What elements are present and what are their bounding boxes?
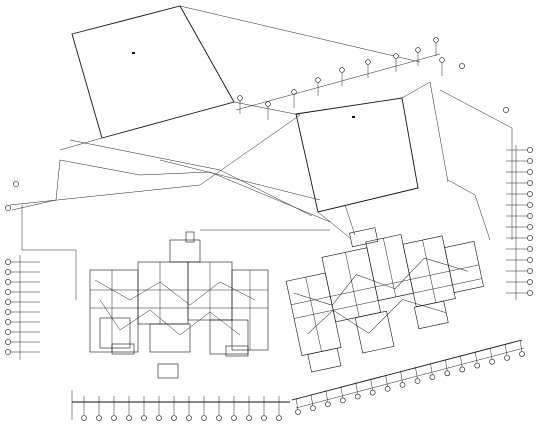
axis-bubble: [527, 279, 533, 285]
axis-bubble: [5, 289, 11, 295]
axis-bubble: [237, 95, 243, 101]
axis-bubble: [5, 259, 11, 265]
dimension-line-bottom: [71, 390, 290, 421]
axis-bubble: [339, 67, 345, 73]
axis-bubble: [111, 415, 117, 421]
axis-bubble: [291, 89, 297, 95]
dimension-tick: [489, 347, 493, 360]
axis-bubble: [295, 409, 301, 415]
axis-bubble: [439, 57, 445, 63]
axis-bubble: [126, 415, 132, 421]
axis-bubble: [5, 205, 11, 211]
dimension-tick: [474, 351, 478, 364]
axis-bubbles-top: [235, 37, 445, 120]
axis-bubble: [5, 309, 11, 315]
axis-bubble: [369, 389, 376, 396]
axis-bubble: [276, 415, 282, 421]
dimension-tick: [460, 355, 463, 368]
axis-bubble: [415, 47, 421, 53]
axis-bubble: [433, 37, 439, 43]
axis-bubble: [315, 77, 321, 83]
dimension-tick: [295, 397, 299, 411]
dimension-tick: [445, 359, 448, 372]
axis-bubble: [5, 329, 11, 335]
axis-bubble: [527, 169, 533, 175]
axis-bubble: [96, 415, 102, 421]
axis-bubble: [519, 351, 525, 357]
axis-bubble: [5, 319, 11, 325]
axis-bubble: [310, 405, 316, 411]
roof-block-center: [295, 81, 449, 213]
axis-bubble: [414, 378, 421, 384]
dimension-tick: [355, 382, 358, 395]
axis-bubble: [503, 107, 509, 113]
axis-bubble: [156, 415, 162, 421]
building-wing-left: [89, 231, 269, 379]
axis-bubble: [5, 339, 11, 345]
dimension-tick: [415, 367, 418, 380]
dimension-tick: [519, 339, 523, 353]
axis-bubble: [399, 382, 406, 388]
dimension-line: [235, 53, 441, 111]
axis-bubble: [527, 213, 533, 219]
site-boundary: [9, 89, 513, 300]
axis-bubble: [354, 393, 361, 400]
axis-bubbles-left: [5, 181, 40, 360]
dimension-line-diagonal: [291, 339, 525, 415]
dimension-tick: [430, 363, 433, 376]
axis-bubble: [527, 147, 533, 153]
axis-bubble: [5, 279, 11, 285]
axis-bubble: [384, 385, 391, 392]
dimension-tick: [370, 378, 373, 391]
axis-bubble: [261, 415, 267, 421]
axis-bubble: [527, 158, 533, 164]
dimension-tick: [340, 386, 344, 399]
dimension-tick: [400, 370, 403, 383]
axis-bubble: [186, 415, 192, 421]
roof-block-left: [59, 5, 421, 151]
axis-bubble: [246, 415, 252, 421]
axis-bubble: [527, 235, 533, 241]
dimension-line: [295, 347, 525, 409]
dimension-line: [291, 339, 523, 401]
axis-bubble: [527, 257, 533, 263]
axis-bubble: [325, 401, 331, 408]
axis-bubble: [365, 59, 371, 65]
dimension-tick: [385, 374, 388, 387]
dimension-tick: [310, 394, 314, 407]
axis-bubble: [5, 269, 11, 275]
axis-bubble: [429, 374, 436, 381]
axis-bubble: [527, 246, 533, 252]
axis-bubble: [201, 415, 207, 421]
axis-bubble: [527, 268, 533, 274]
axis-bubble: [265, 101, 271, 107]
axis-bubble: [527, 290, 533, 296]
dimension-tick: [325, 390, 329, 403]
axis-bubble: [216, 415, 222, 421]
axis-bubble: [504, 355, 510, 361]
axis-bubble: [459, 63, 465, 69]
axis-bubble: [474, 362, 481, 369]
axis-bubble: [5, 349, 11, 355]
axis-bubble: [489, 358, 495, 365]
axis-bubbles-right: [459, 63, 533, 300]
axis-bubble: [459, 366, 466, 373]
axis-bubble: [141, 415, 147, 421]
axis-bubble: [527, 224, 533, 230]
axis-bubble: [339, 397, 346, 404]
axis-bubble: [81, 415, 87, 421]
connection-lines: [200, 204, 356, 239]
axis-bubble: [13, 181, 19, 187]
axis-bubble: [5, 299, 11, 305]
building-wing-right: [285, 227, 484, 373]
axis-bubble: [393, 53, 399, 59]
axis-bubble: [444, 370, 451, 377]
axis-bubble: [527, 191, 533, 197]
dimension-tick: [504, 343, 508, 356]
axis-bubble: [171, 415, 177, 421]
axis-bubble: [527, 202, 533, 208]
axis-bubble: [231, 415, 237, 421]
axis-bubble: [527, 180, 533, 186]
